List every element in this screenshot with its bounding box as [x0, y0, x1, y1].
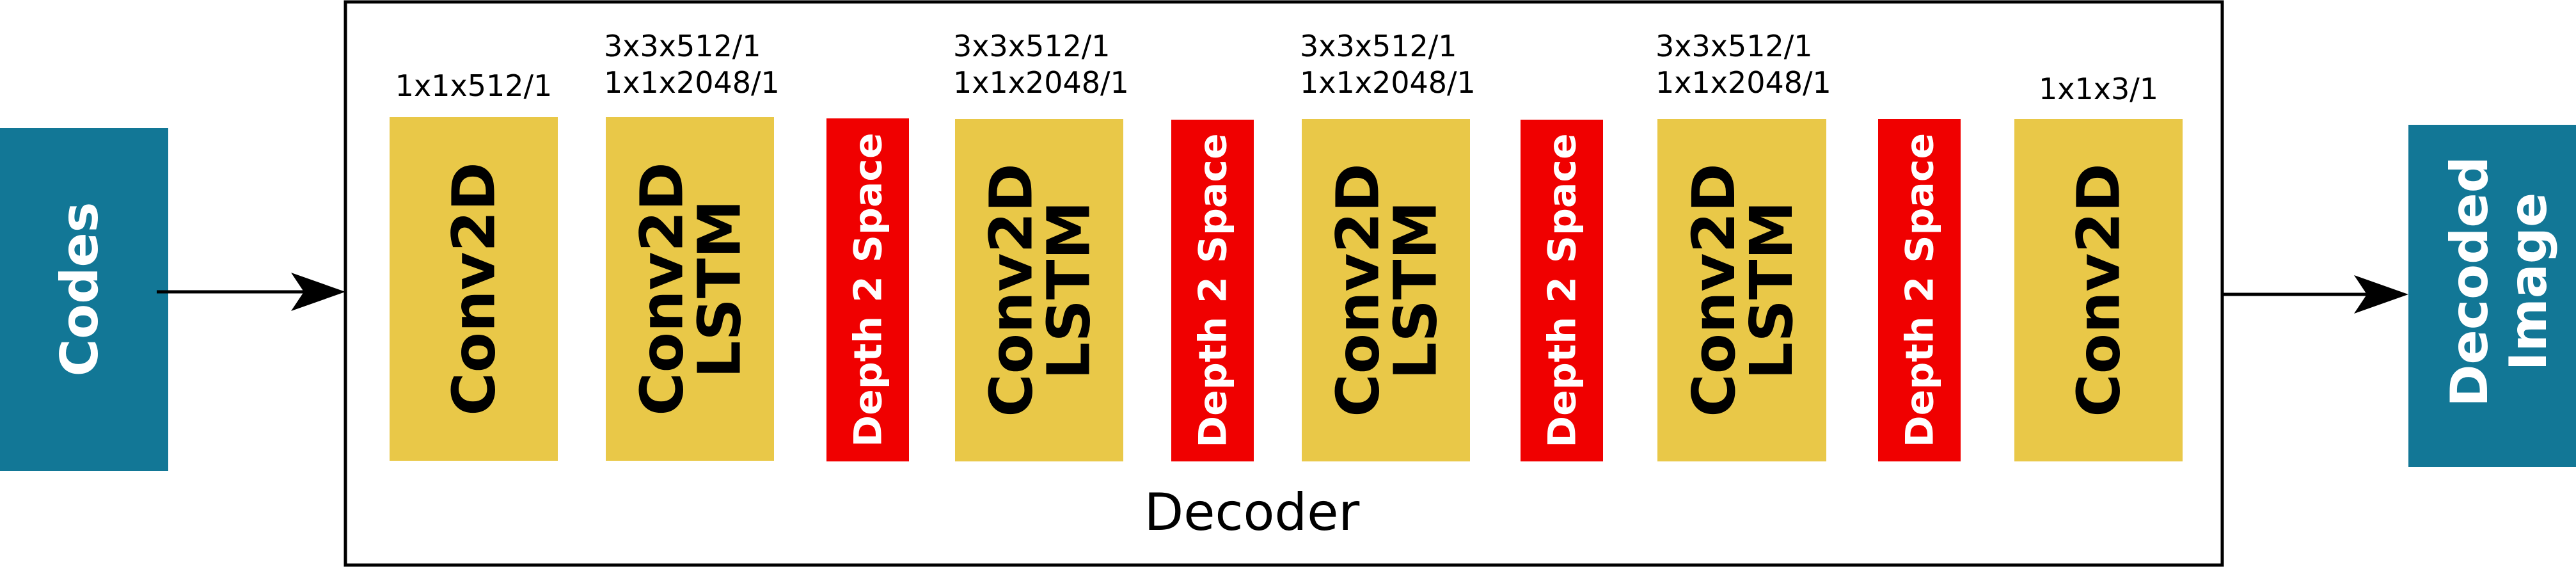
- depth2space-block: Depth 2 Space: [1171, 120, 1254, 461]
- block-param-line1: 3x3x512/1: [1300, 29, 1457, 63]
- conv-rect: [390, 117, 558, 461]
- depth2space-block: Depth 2 Space: [1878, 119, 1961, 461]
- conv-block-label-line2: LSTM: [1382, 201, 1450, 379]
- conv-rect: [1302, 119, 1470, 461]
- output-decoded-image-label: Decoded Image: [2440, 156, 2558, 407]
- conv-block-label-line1: Conv2D: [977, 163, 1046, 417]
- conv-block-label-line2: LSTM: [1035, 201, 1103, 379]
- block-param-line2: 1x1x2048/1: [1300, 65, 1476, 100]
- block-param-line1: 3x3x512/1: [604, 29, 761, 63]
- depth2space-rect: [1878, 119, 1961, 461]
- block-param-line2: 1x1x2048/1: [604, 65, 780, 100]
- block-param-line1: 1x1x3/1: [2039, 72, 2158, 106]
- output-arrow: [2222, 275, 2408, 314]
- conv-rect: [2014, 119, 2183, 461]
- conv-block-label-line1: Conv2D: [2065, 163, 2133, 417]
- block-param-line2: 1x1x2048/1: [953, 65, 1129, 100]
- depth2space-rect: [1171, 120, 1254, 461]
- depth2space-rect: [1521, 120, 1603, 461]
- block-param-line1: 1x1x512/1: [395, 68, 553, 103]
- conv-rect: [955, 119, 1123, 461]
- conv2d-block: Conv2D 1x1x3/1: [2014, 72, 2183, 461]
- conv-block-label-line1: Conv2D: [440, 162, 509, 416]
- block-param-line1: 3x3x512/1: [1655, 29, 1813, 63]
- decoder-blocks: Conv2D1x1x512/1Conv2DLSTM3x3x512/11x1x20…: [390, 29, 2183, 461]
- conv-block-label-line1: Conv2D: [628, 162, 697, 416]
- input-codes-block: [0, 128, 168, 471]
- decoder-container: [344, 0, 2224, 567]
- conv-rect: [606, 117, 774, 461]
- depth2space-label: Depth 2 Space: [846, 132, 891, 447]
- decoder-label: Decoder: [1144, 483, 1360, 542]
- conv-rect: [1657, 119, 1826, 461]
- conv-block-label-line1: Conv2D: [1324, 163, 1393, 417]
- conv-block-label: Conv2D: [440, 162, 509, 416]
- conv2d-block: Conv2D 1x1x512/1: [390, 68, 558, 461]
- conv-block-label-line2: LSTM: [686, 200, 754, 378]
- depth2space-rect: [826, 118, 909, 461]
- conv-block-label-line2: LSTM: [1737, 201, 1806, 379]
- depth2space-block: Depth 2 Space: [826, 118, 909, 461]
- depth2space-block: Depth 2 Space: [1521, 120, 1603, 461]
- depth2space-label: Depth 2 Space: [1898, 133, 1943, 447]
- depth2space-label: Depth 2 Space: [1191, 133, 1236, 447]
- output-label-line1: Decoded: [2440, 156, 2499, 407]
- input-codes-label: Codes: [50, 202, 109, 377]
- block-param-line2: 1x1x2048/1: [1655, 65, 1831, 100]
- conv-block-label: Conv2D: [2065, 163, 2133, 417]
- conv-block-label-line1: Conv2D: [1680, 163, 1748, 417]
- block-param-line1: 3x3x512/1: [953, 29, 1110, 63]
- input-arrow: [157, 273, 345, 311]
- depth2space-label: Depth 2 Space: [1540, 133, 1585, 447]
- output-decoded-image-block: [2408, 125, 2576, 467]
- output-label-line2: Image: [2499, 193, 2558, 371]
